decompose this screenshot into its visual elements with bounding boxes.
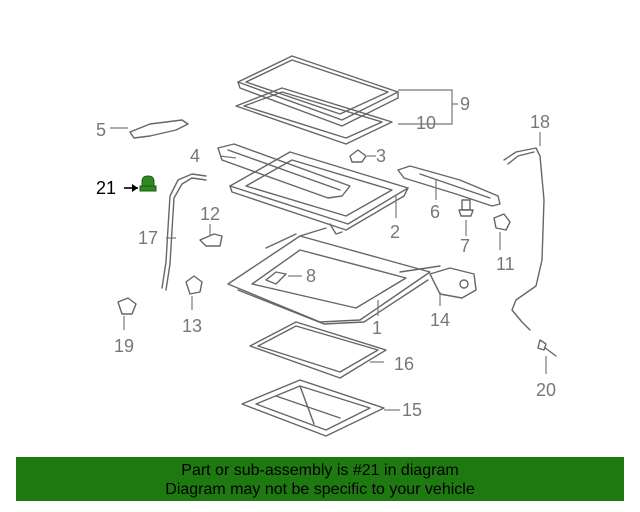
callout-7: 7 (460, 236, 470, 256)
part-13-clip (185, 275, 203, 295)
part-5-bracket (129, 119, 189, 139)
part-8-slot (265, 271, 287, 285)
banner-line-2: Diagram may not be specific to your vehi… (165, 481, 475, 498)
callout-3: 3 (376, 146, 386, 166)
callout-2: 2 (390, 222, 400, 242)
callout-18: 18 (530, 112, 550, 132)
part-18-drain-hose (503, 147, 545, 331)
part-15-sunshade (241, 379, 385, 437)
part-16-seal (249, 321, 387, 379)
part-1-housing (227, 227, 441, 325)
callout-5: 5 (96, 120, 106, 140)
callout-9: 9 (460, 94, 470, 114)
part-21-fastener (139, 175, 157, 192)
callout-21: 21 (96, 178, 116, 198)
callout-11: 11 (496, 254, 515, 274)
callout-13: 13 (182, 316, 202, 336)
part-2-frame (229, 151, 409, 235)
part-4-wind-deflector (217, 143, 351, 199)
callout-15: 15 (402, 400, 422, 420)
part-6-guide-rail (397, 165, 501, 207)
part-17-drain-hose (161, 173, 207, 291)
parts-diagram: 1 2 3 4 5 6 7 8 9 10 11 12 13 14 15 16 1… (96, 55, 557, 437)
part-20-bracket (537, 339, 557, 357)
callout-1: 1 (372, 318, 382, 338)
part-9-glass-panel (237, 55, 399, 127)
part-11-bumper (493, 213, 511, 231)
leader-lines (110, 89, 547, 411)
callout-16: 16 (394, 354, 414, 374)
callout-17: 17 (138, 228, 158, 248)
callout-12: 12 (200, 204, 220, 224)
part-14-motor (429, 267, 477, 299)
info-banner: Part or sub-assembly is #21 in diagram D… (16, 457, 624, 501)
part-10-glass-seal (235, 87, 393, 145)
callout-10: 10 (416, 113, 436, 133)
callout-4: 4 (190, 146, 200, 166)
callout-8: 8 (306, 266, 316, 286)
callout-20: 20 (536, 380, 556, 400)
callout-19: 19 (114, 336, 134, 356)
callout-14: 14 (430, 310, 450, 330)
part-3-clip (349, 149, 367, 163)
part-7-bolt (458, 199, 474, 217)
callout-6: 6 (430, 202, 440, 222)
part-12-bracket (199, 233, 223, 247)
part-19-bracket (117, 297, 137, 315)
banner-line-1: Part or sub-assembly is #21 in diagram (181, 462, 459, 479)
